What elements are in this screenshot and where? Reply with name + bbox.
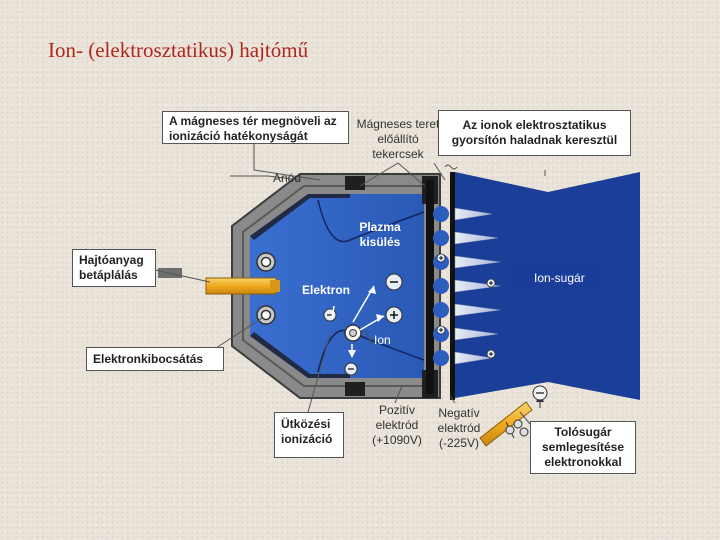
plus-sign-icon [385, 306, 403, 324]
neutral-atom-icon [344, 324, 362, 342]
minus-sign-icon [385, 273, 403, 291]
injector-ring-bottom [256, 305, 276, 325]
label-ion: Ion [374, 333, 391, 347]
beamlet-tips [454, 207, 501, 365]
magnet-coil-bottom-left [345, 382, 365, 396]
plasma-chamber [250, 194, 424, 378]
minus-sign-icon [323, 308, 337, 322]
label-anode: Anód [273, 171, 302, 185]
minus-sign-icon [344, 362, 358, 376]
negative-electrode-grid [450, 172, 455, 400]
label-neutralize-box: Tolósugár semlegesítése elektronokkal [530, 421, 636, 474]
neutralizer [479, 394, 544, 447]
page-title: Ion- (elektrosztatikus) hajtómű [48, 38, 309, 62]
positive-electrode-grid [426, 180, 434, 394]
minus-sign-icon [532, 385, 548, 401]
label-ion-beam: Ion-sugár [534, 271, 585, 285]
label-negative-electrode: Negatív elektród (-225V) [437, 406, 481, 450]
label-plasma-discharge: Plazma kisülés [359, 220, 401, 249]
label-ions-accelerator-box: Az ionok elektrosztatikus gyorsítón hala… [438, 110, 631, 156]
label-electron-emission-box: Elektronkibocsátás [86, 347, 224, 371]
leader-lines [154, 143, 546, 425]
label-magnetic-field-box: A mágneses tér megnöveli az ionizáció ha… [162, 111, 349, 144]
label-collision-ionization-box: Ütközési ionizáció [274, 412, 344, 458]
injector-ring-top [256, 252, 276, 272]
ion-beam-label-background [510, 258, 602, 289]
label-positive-electrode: Pozitív elektród (+1090V) [372, 403, 422, 447]
label-fuel-feed-box: Hajtóanyag betáplálás [72, 249, 156, 287]
fuel-injector [205, 277, 277, 295]
label-magnet-coils: Mágneses teret előállító tekercsek [356, 117, 440, 161]
magnet-coil-top-left [345, 176, 365, 190]
label-electron: Elektron [302, 283, 351, 297]
